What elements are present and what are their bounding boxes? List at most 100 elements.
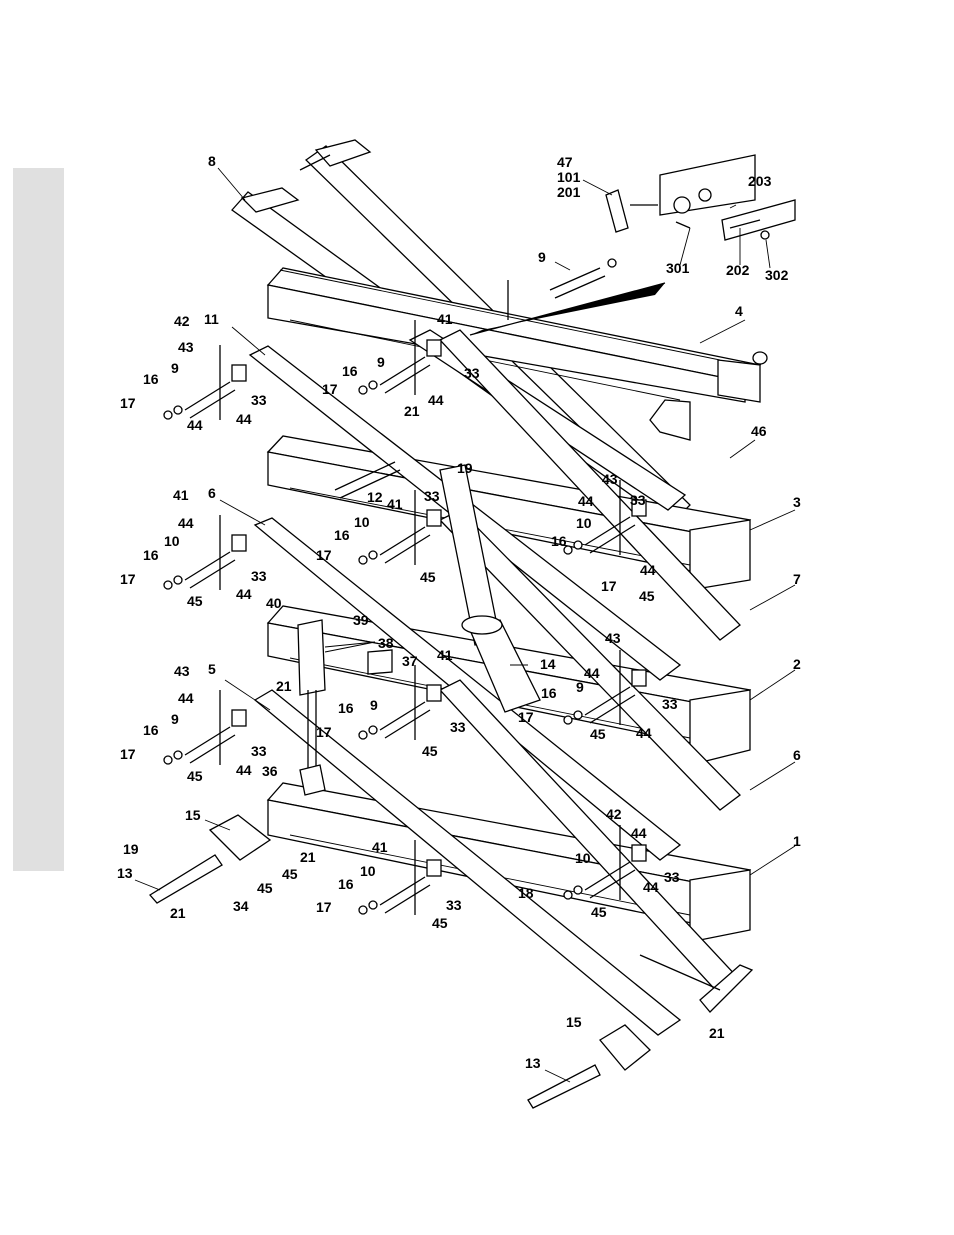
callout: 10 (354, 514, 370, 530)
callout: 17 (120, 571, 136, 587)
callout: 41 (173, 487, 189, 503)
callout: 16 (338, 876, 354, 892)
callout: 40 (266, 595, 282, 611)
callout: 43 (174, 663, 190, 679)
callout: 101 (557, 169, 581, 185)
callout: 36 (262, 763, 278, 779)
page-side-tab (13, 168, 64, 871)
callout: 5 (208, 661, 216, 677)
callout: 45 (420, 569, 436, 585)
callout: 44 (236, 762, 252, 778)
callout: 46 (751, 423, 767, 439)
callout: 44 (428, 392, 444, 408)
callout: 17 (316, 547, 332, 563)
callout: 33 (664, 869, 680, 885)
callout: 16 (541, 685, 557, 701)
callout: 17 (322, 381, 338, 397)
callout: 45 (432, 915, 448, 931)
callout: 45 (187, 593, 203, 609)
callout: 33 (251, 743, 267, 759)
callout: 43 (602, 471, 618, 487)
leader-lines (134, 167, 796, 1083)
callout: 201 (557, 184, 581, 200)
callout: 39 (353, 612, 369, 628)
callout: 41 (372, 839, 388, 855)
callout: 33 (446, 897, 462, 913)
callout: 41 (387, 496, 403, 512)
callout: 19 (457, 460, 473, 476)
callout: 41 (437, 647, 453, 663)
callout: 9 (171, 360, 179, 376)
callout: 33 (662, 696, 678, 712)
detail-inset (469, 154, 796, 336)
callout: 16 (342, 363, 358, 379)
callout: 45 (639, 588, 655, 604)
callout: 47 (557, 154, 573, 170)
callout: 15 (185, 807, 201, 823)
callout: 44 (236, 411, 252, 427)
callout: 33 (464, 365, 480, 381)
callout: 16 (143, 547, 159, 563)
callout: 44 (640, 562, 656, 578)
callout: 2 (793, 656, 801, 672)
callout: 16 (143, 371, 159, 387)
callout: 21 (404, 403, 420, 419)
callout: 16 (143, 722, 159, 738)
callout: 17 (316, 899, 332, 915)
callout: 9 (576, 679, 584, 695)
callout: 44 (187, 417, 203, 433)
callout: 10 (164, 533, 180, 549)
callout: 13 (525, 1055, 541, 1071)
callout: 4 (735, 303, 743, 319)
callout: 34 (233, 898, 249, 914)
callout: 9 (538, 249, 546, 265)
callout: 44 (178, 690, 194, 706)
callout: 8 (208, 153, 216, 169)
callout: 43 (605, 630, 621, 646)
callout: 17 (316, 724, 332, 740)
callout: 13 (117, 865, 133, 881)
callout: 21 (300, 849, 316, 865)
callout: 9 (171, 711, 179, 727)
callout: 16 (334, 527, 350, 543)
callout: 301 (666, 260, 690, 276)
callout: 6 (208, 485, 216, 501)
callout: 44 (578, 493, 594, 509)
callout: 45 (187, 768, 203, 784)
callout: 17 (601, 578, 617, 594)
callout: 45 (590, 726, 606, 742)
callout: 45 (591, 904, 607, 920)
callout: 21 (170, 905, 186, 921)
callout: 44 (643, 879, 659, 895)
callout: 45 (422, 743, 438, 759)
callout: 33 (251, 568, 267, 584)
callout: 16 (338, 700, 354, 716)
callout: 44 (178, 515, 194, 531)
callout: 37 (402, 653, 418, 669)
callout: 9 (370, 697, 378, 713)
callout: 15 (566, 1014, 582, 1030)
callout: 7 (793, 571, 801, 587)
callout: 33 (450, 719, 466, 735)
pin-assemblies (163, 258, 647, 916)
callout: 11 (204, 311, 219, 327)
callout: 41 (437, 311, 453, 327)
callout-labels: 1 2 3 4 5 6 6 7 8 9 9 9 9 9 9 10 10 10 1… (117, 153, 801, 1071)
callout: 203 (748, 173, 772, 189)
callout: 17 (120, 395, 136, 411)
callout: 44 (236, 586, 252, 602)
callout: 9 (377, 354, 385, 370)
callout: 202 (726, 262, 750, 278)
callout: 45 (257, 880, 273, 896)
callout: 17 (518, 709, 534, 725)
callout: 16 (551, 533, 567, 549)
callout: 33 (630, 492, 646, 508)
callout: 45 (282, 866, 298, 882)
callout: 42 (174, 313, 190, 329)
frame-structure (149, 139, 768, 1109)
callout: 44 (631, 825, 647, 841)
callout: 12 (367, 489, 383, 505)
callout: 21 (276, 678, 292, 694)
callout: 42 (606, 806, 622, 822)
